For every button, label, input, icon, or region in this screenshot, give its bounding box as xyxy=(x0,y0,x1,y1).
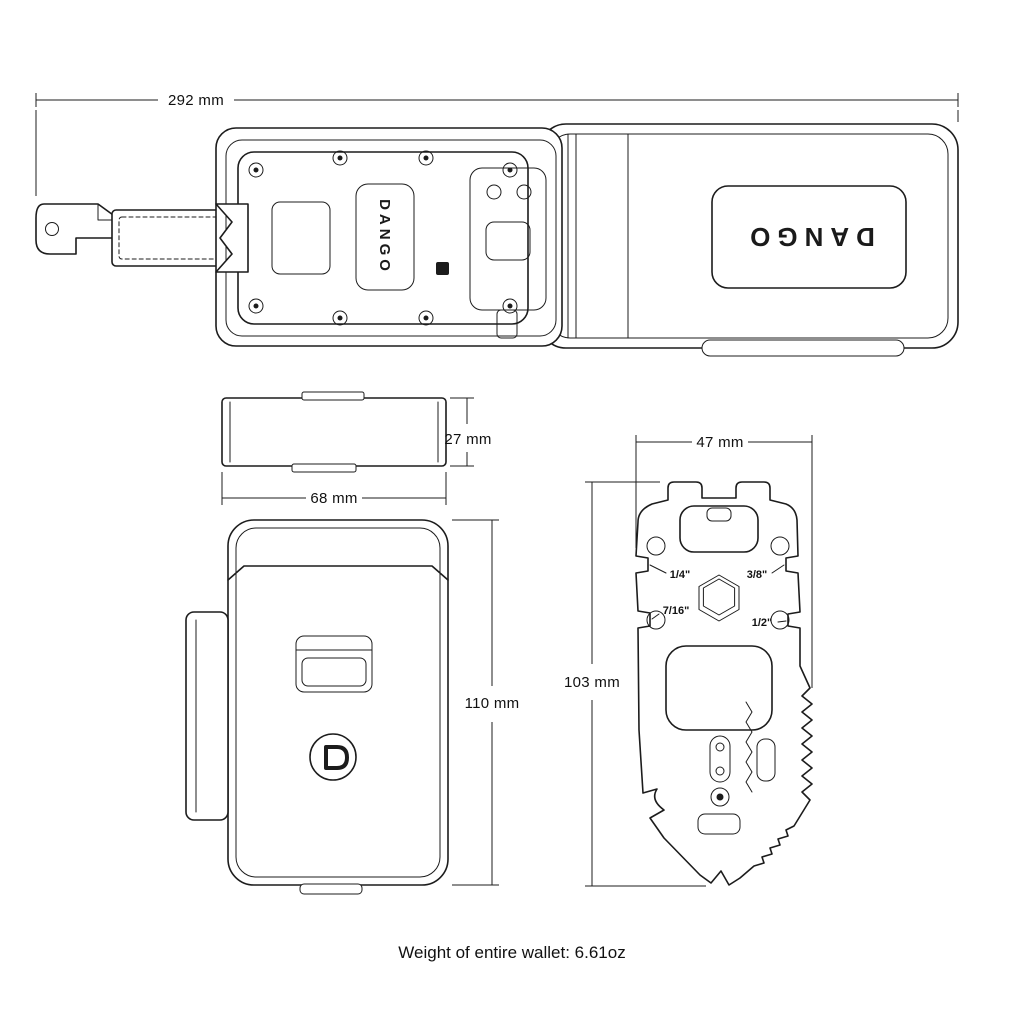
dim-overall-width-label: 292 mm xyxy=(168,92,224,109)
flap-edge xyxy=(227,565,449,581)
side-view: 27 mm 68 mm xyxy=(221,391,491,507)
bottom-strap-tab xyxy=(701,339,905,357)
dango-d-logo xyxy=(309,733,357,781)
weight-caption: Weight of entire wallet: 6.61oz xyxy=(398,943,625,962)
leather-cover: DANGO xyxy=(539,123,959,357)
multitool-cutouts xyxy=(646,505,790,835)
chassis-latch-mark xyxy=(436,262,449,275)
open-wallet-top-view: DANGO DANGO xyxy=(35,123,959,357)
front-view: 110 mm xyxy=(185,519,520,895)
card-window xyxy=(271,201,331,275)
side-bottom-tab xyxy=(291,463,357,473)
wrench-labels: 1/4" 3/8" 7/16" 1/2" xyxy=(649,564,787,629)
belt-loop xyxy=(295,635,373,693)
front-bottom-tab xyxy=(299,883,363,895)
wrench-label-three-eighth: 3/8" xyxy=(747,569,768,581)
dim-front-height-label: 110 mm xyxy=(465,695,520,712)
dim-tool-height-label: 103 mm xyxy=(564,674,620,691)
chassis-logo-plate xyxy=(355,183,415,291)
multitool-view: 47 mm 103 mm xyxy=(564,434,813,887)
front-side-clip xyxy=(185,611,229,821)
strap xyxy=(111,209,233,267)
dim-tool-width: 47 mm xyxy=(635,434,813,688)
metal-chassis: DANGO xyxy=(215,127,563,347)
chassis-screws xyxy=(248,150,518,326)
hook-clip xyxy=(35,203,121,255)
wrench-label-half: 1/2" xyxy=(752,617,773,629)
dim-side-height-label: 27 mm xyxy=(444,431,491,448)
leather-brand-logo: DANGO xyxy=(743,222,875,252)
wrench-label-seven-sixteenth: 7/16" xyxy=(663,605,690,617)
dim-front-height: 110 mm xyxy=(452,519,520,886)
dim-side-width-label: 68 mm xyxy=(310,490,357,507)
wrench-label-quarter: 1/4" xyxy=(670,569,691,581)
leather-logo-plate xyxy=(711,185,907,289)
dim-tool-height: 103 mm xyxy=(564,481,706,887)
side-top-tab xyxy=(301,391,365,401)
stowed-multitool xyxy=(469,167,547,339)
dim-overall-width: 292 mm xyxy=(35,92,959,196)
dim-side-width: 68 mm xyxy=(221,472,447,507)
dim-side-height: 27 mm xyxy=(444,397,491,467)
multitool-body xyxy=(635,481,813,886)
chassis-brand-logo: DANGO xyxy=(376,199,393,275)
dim-tool-width-label: 47 mm xyxy=(696,434,743,451)
strap-mount-bracket xyxy=(215,203,249,273)
